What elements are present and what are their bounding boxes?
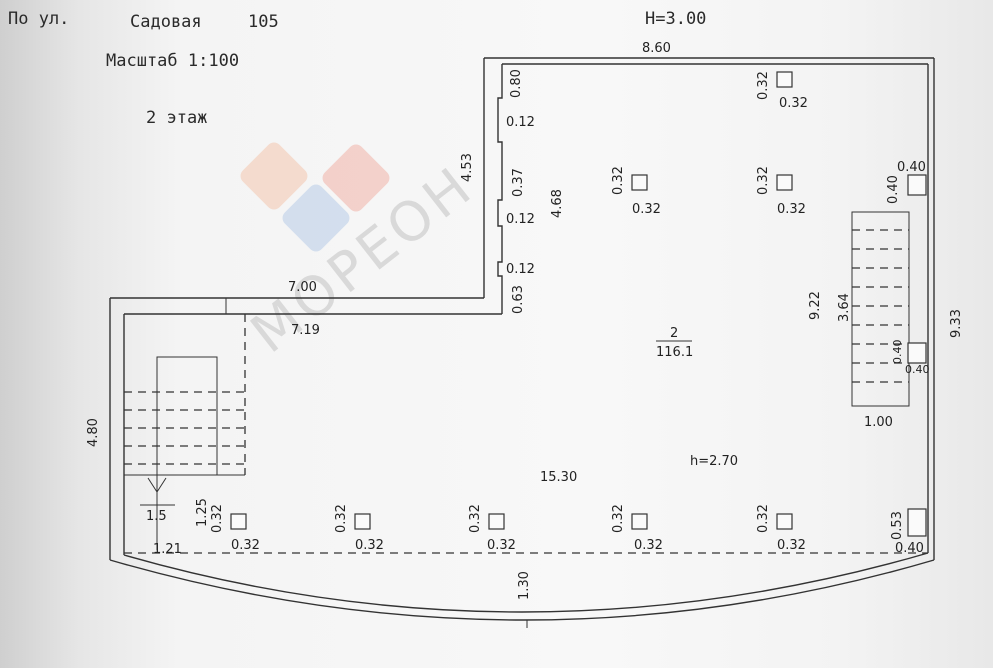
svg-text:0.32: 0.32 <box>777 202 806 217</box>
svg-text:0.32: 0.32 <box>468 504 483 533</box>
address-prefix: По ул. <box>8 9 69 29</box>
svg-text:0.80: 0.80 <box>509 69 524 98</box>
svg-text:0.32: 0.32 <box>756 166 771 195</box>
column-bottom-4 <box>631 513 648 530</box>
street-name: Садовая <box>130 12 202 32</box>
ceiling-height: h=2.70 <box>690 454 738 469</box>
room-label: 2 116.1 h=2.70 <box>656 326 738 469</box>
svg-text:1.21: 1.21 <box>153 542 182 557</box>
column-mid-2 <box>776 174 793 191</box>
column-bottom-2 <box>354 513 371 530</box>
column-bottom-1 <box>230 513 247 530</box>
svg-text:0.40: 0.40 <box>895 541 924 556</box>
watermark-logo <box>240 142 390 252</box>
svg-text:0.32: 0.32 <box>756 71 771 100</box>
svg-text:0.32: 0.32 <box>487 538 516 553</box>
room-area: 116.1 <box>656 345 693 360</box>
column-top-right <box>776 71 793 88</box>
room-number: 2 <box>670 326 678 341</box>
right-staircase <box>851 211 910 407</box>
svg-text:0.32: 0.32 <box>632 202 661 217</box>
svg-text:0.32: 0.32 <box>210 504 225 533</box>
svg-text:8.60: 8.60 <box>642 41 671 56</box>
column-bottom-right <box>907 508 927 537</box>
svg-text:3.64: 3.64 <box>837 293 852 322</box>
svg-text:0.32: 0.32 <box>611 166 626 195</box>
floor-label: 2 этаж <box>146 108 207 128</box>
svg-text:1.25: 1.25 <box>195 498 210 527</box>
svg-text:0.12: 0.12 <box>506 262 535 277</box>
svg-text:0.32: 0.32 <box>779 96 808 111</box>
svg-text:0.32: 0.32 <box>777 538 806 553</box>
svg-text:7.19: 7.19 <box>291 323 320 338</box>
dashed-guides <box>124 314 928 554</box>
column-mid-1 <box>631 174 648 191</box>
walls <box>109 57 935 628</box>
column-labels: 0.32 0.32 0.32 0.32 0.32 0.32 0.40 0.40 … <box>210 71 930 556</box>
columns <box>230 71 927 537</box>
svg-text:1.00: 1.00 <box>864 415 893 430</box>
svg-text:0.40: 0.40 <box>897 160 926 175</box>
svg-text:0.32: 0.32 <box>231 538 260 553</box>
svg-text:0.63: 0.63 <box>511 285 526 314</box>
svg-text:0.32: 0.32 <box>634 538 663 553</box>
svg-text:1.30: 1.30 <box>517 571 532 600</box>
svg-text:4.53: 4.53 <box>460 153 475 182</box>
svg-text:9.33: 9.33 <box>949 309 964 338</box>
height-label: H=3.00 <box>645 9 706 29</box>
svg-text:0.12: 0.12 <box>506 212 535 227</box>
svg-text:0.40: 0.40 <box>886 175 901 204</box>
svg-text:0.37: 0.37 <box>511 168 526 197</box>
svg-text:0.53: 0.53 <box>890 511 905 540</box>
scale-label: Масштаб 1:100 <box>106 51 239 71</box>
svg-text:9.22: 9.22 <box>808 291 823 320</box>
svg-text:4.80: 4.80 <box>86 418 101 447</box>
column-right-mid <box>907 342 927 364</box>
svg-text:0.32: 0.32 <box>611 504 626 533</box>
svg-text:4.68: 4.68 <box>550 189 565 218</box>
wall-dimensions: 8.60 0.80 4.53 0.12 0.37 0.12 4.68 0.12 … <box>86 41 964 600</box>
svg-text:0.32: 0.32 <box>355 538 384 553</box>
svg-text:0.32: 0.32 <box>334 504 349 533</box>
column-right-upper <box>907 174 927 196</box>
left-staircase <box>124 356 245 550</box>
svg-text:0.32: 0.32 <box>756 504 771 533</box>
svg-text:0.40: 0.40 <box>891 340 904 365</box>
svg-text:0.12: 0.12 <box>506 115 535 130</box>
house-number: 105 <box>248 12 279 32</box>
svg-text:1.5: 1.5 <box>146 509 167 524</box>
column-bottom-3 <box>488 513 505 530</box>
column-bottom-5 <box>776 513 793 530</box>
svg-text:15.30: 15.30 <box>540 470 577 485</box>
svg-text:7.00: 7.00 <box>288 280 317 295</box>
svg-text:0.40: 0.40 <box>905 363 930 376</box>
